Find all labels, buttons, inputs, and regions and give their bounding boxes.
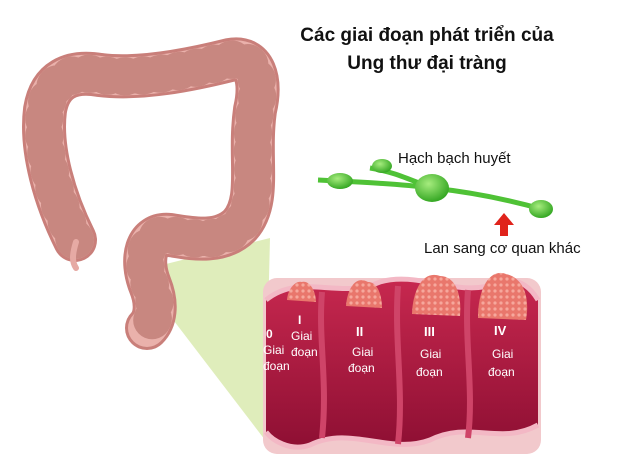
- lymph-node-chain: [317, 159, 553, 218]
- stage-0-word1: Giai: [263, 343, 284, 357]
- stage-4-numeral: IV: [494, 323, 507, 338]
- stage-1-word2: đoạn: [291, 345, 318, 359]
- stage-4-word1: Giai: [492, 347, 513, 361]
- stage-2-numeral: II: [356, 324, 363, 339]
- stage-0-numeral: 0: [266, 327, 273, 341]
- lymph-node: [415, 174, 449, 202]
- diagram-title-line-2: Ung thư đại tràng: [347, 53, 507, 74]
- lymph-node: [327, 173, 353, 189]
- lymph-node: [529, 200, 553, 218]
- tumor: [346, 280, 382, 308]
- colon-illustration: [22, 37, 280, 350]
- stage-1-numeral: I: [298, 313, 301, 327]
- stage-labels: 0 Giai đoạn I Giai đoạn II Giai đoạn III…: [263, 313, 515, 379]
- diagram-title-line-1: Các giai đoạn phát triển của: [300, 25, 554, 46]
- stage-1-word1: Giai: [291, 329, 312, 343]
- colon-wall-cross-section: [263, 272, 541, 454]
- tumor: [478, 272, 528, 320]
- tumor: [412, 274, 461, 316]
- lymph-node-label: Hạch bạch huyết: [398, 150, 511, 167]
- stage-2-word2: đoạn: [348, 361, 375, 375]
- spread-label: Lan sang cơ quan khác: [424, 240, 581, 257]
- stage-3-word1: Giai: [420, 347, 441, 361]
- tumor: [287, 281, 316, 302]
- magnification-callout: [150, 238, 270, 440]
- stage-4-word2: đoạn: [488, 365, 515, 379]
- stage-2-word1: Giai: [352, 345, 373, 359]
- stage-3-numeral: III: [424, 324, 435, 339]
- stage-0-word2: đoạn: [263, 359, 290, 373]
- spread-arrow-icon: [494, 213, 514, 236]
- stage-3-word2: đoạn: [416, 365, 443, 379]
- lymph-node: [372, 159, 392, 173]
